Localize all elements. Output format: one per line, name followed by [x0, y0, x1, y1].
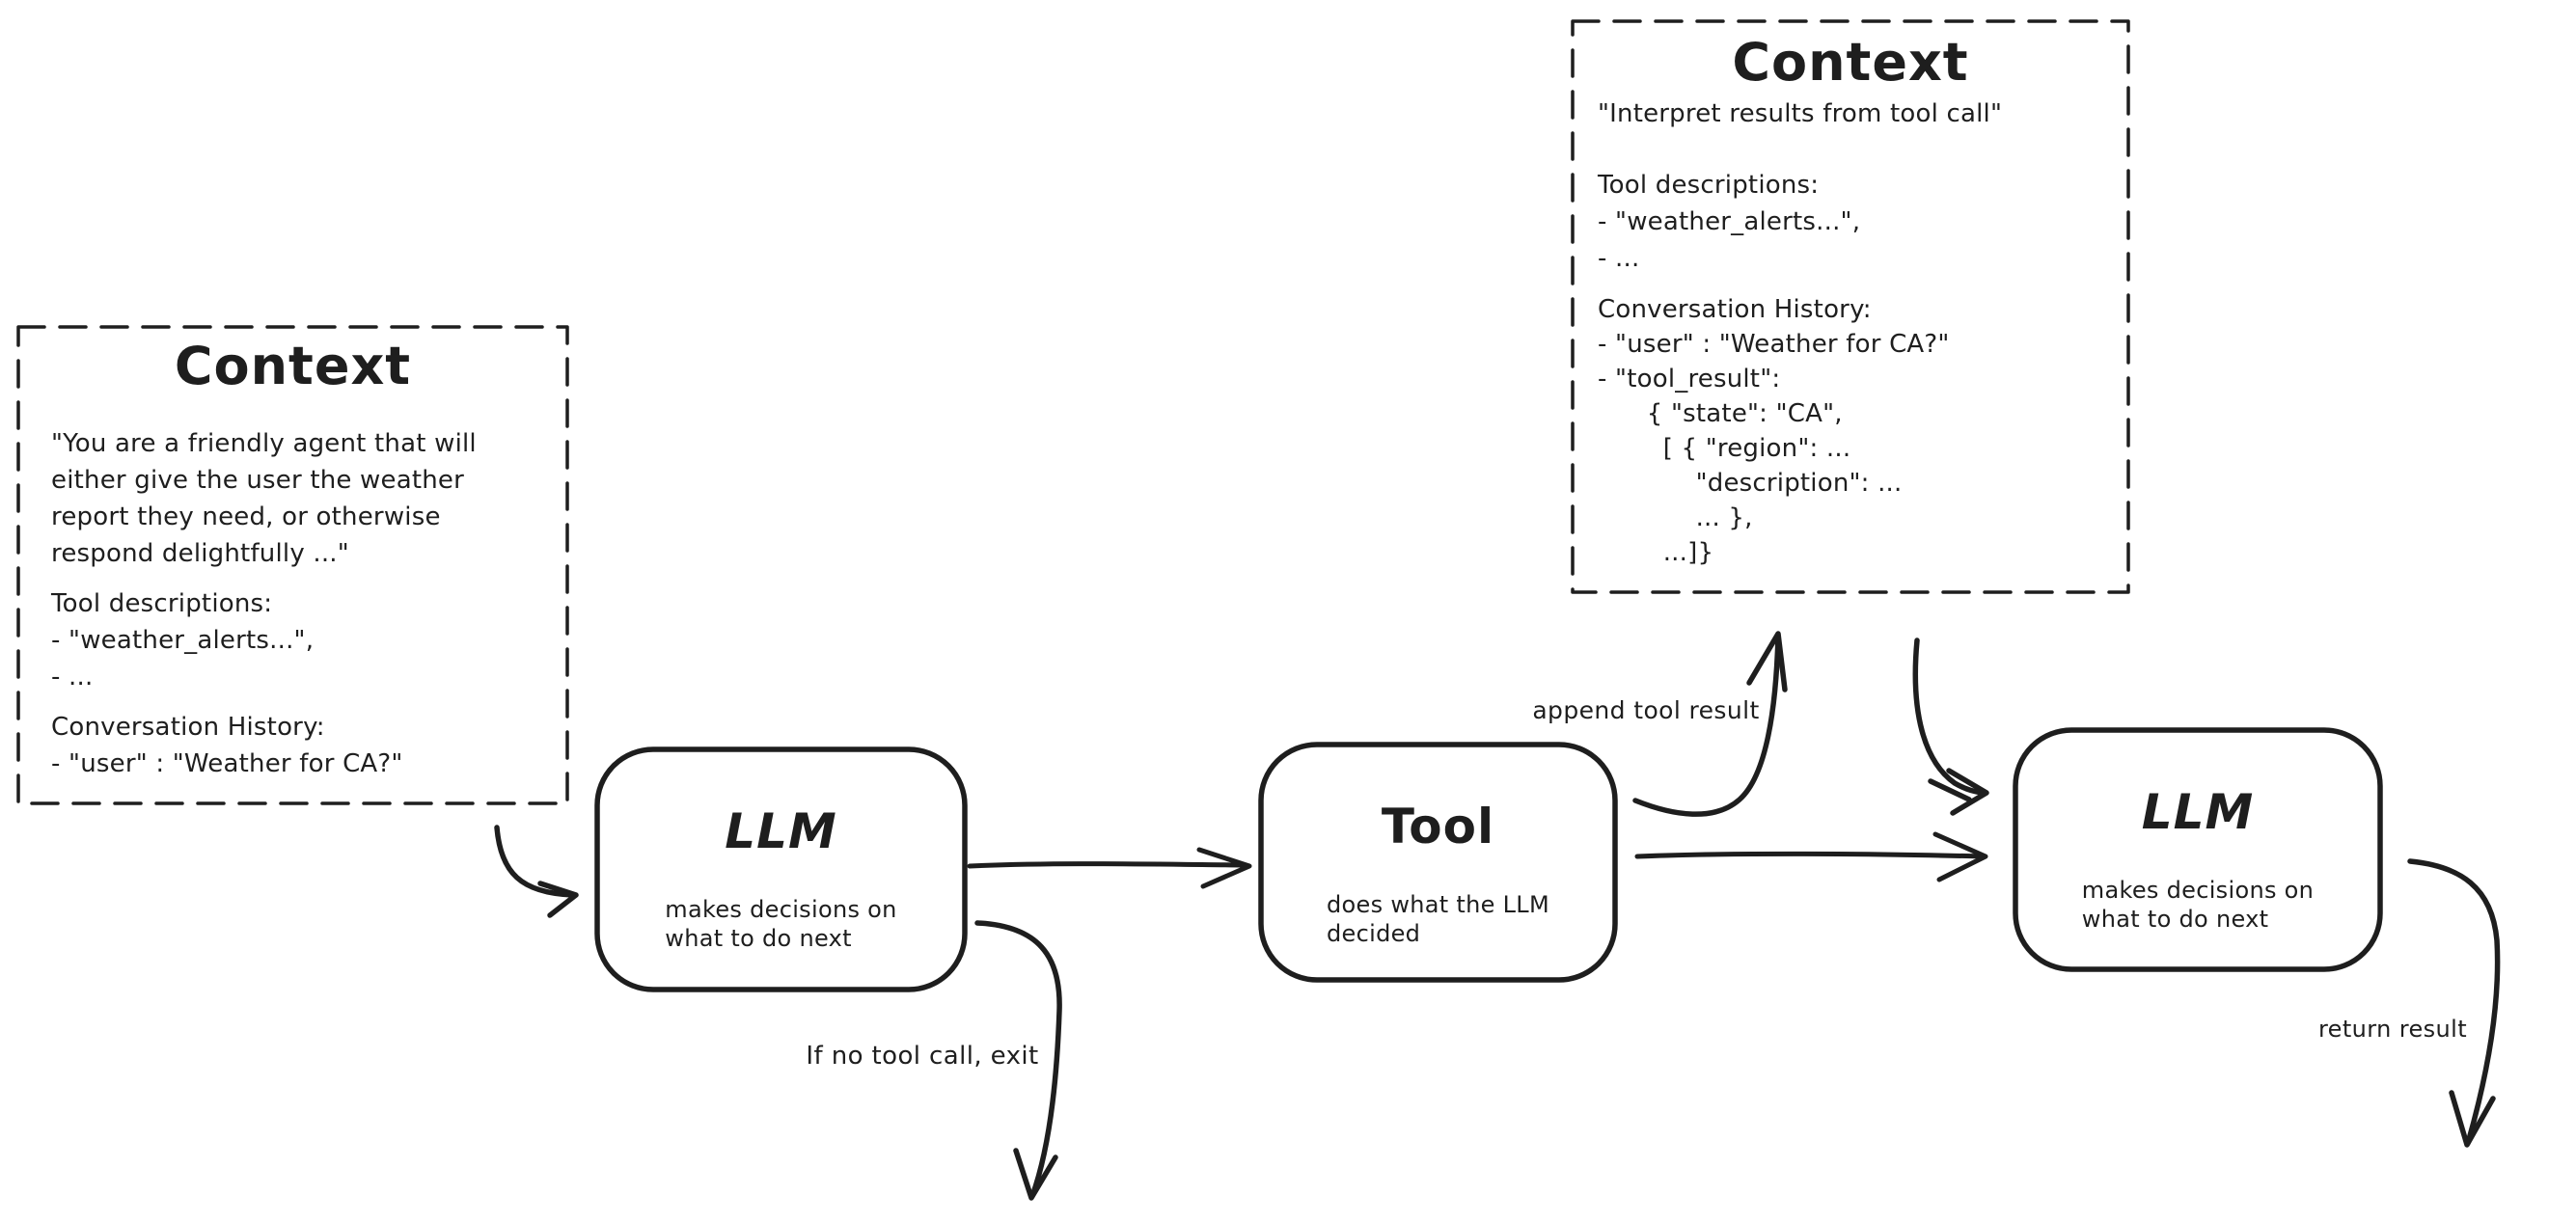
tool-title: Tool — [1381, 799, 1495, 855]
if-no-tool-call-exit-label: If no tool call, exit — [806, 1042, 1039, 1071]
context-left-outline — [16, 325, 569, 805]
tool-subtitle: does what the LLM decided — [1327, 891, 1549, 947]
append-tool-result-label: append tool result — [1532, 696, 1760, 724]
tool-outline — [1258, 742, 1618, 983]
context-left-system-prompt: "You are a friendly agent that will eith… — [51, 429, 477, 569]
arrow-tool-to-llm-2 — [1634, 831, 1988, 882]
context-right-conversation-history: Conversation History: - "user" : "Weathe… — [1598, 295, 1950, 568]
context-right-outline — [1571, 19, 2130, 594]
return-result-label: return result — [2317, 1016, 2468, 1043]
llm-1-subtitle: makes decisions on what to do next — [665, 896, 897, 952]
arrow-llm-1-to-tool — [967, 847, 1252, 889]
context-left-box: Context "You are a friendly agent that w… — [18, 327, 567, 782]
llm-1-outline — [594, 746, 968, 992]
llm-2-title: LLM — [2141, 784, 2255, 840]
context-right-tool-descriptions: Tool descriptions: - "weather_alerts..."… — [1598, 171, 1861, 274]
arrow-llm-2-return — [2407, 858, 2501, 1148]
context-left-title: Context — [174, 336, 412, 396]
llm-2-outline — [2013, 727, 2383, 972]
llm-2-node: LLM makes decisions on what to do next — [2015, 730, 2380, 969]
arrow-context-right-to-llm-2 — [1912, 638, 1989, 816]
arrow-tool-to-context-right — [1632, 631, 1788, 817]
llm-1-node: LLM makes decisions on what to do next — [597, 749, 965, 990]
llm-1-title: LLM — [725, 803, 837, 859]
tool-node: Tool does what the LLM decided — [1261, 745, 1615, 980]
arrow-context-left-to-llm-1 — [494, 825, 579, 918]
context-right-box: Context "Interpret results from tool cal… — [1573, 21, 2128, 570]
context-right-system-prompt: "Interpret results from tool call" — [1598, 99, 2003, 129]
llm-2-subtitle: makes decisions on what to do next — [2081, 877, 2315, 933]
context-left-tool-descriptions: Tool descriptions: - "weather_alerts..."… — [51, 589, 315, 692]
context-right-title: Context — [1732, 32, 1969, 93]
arrow-llm-1-exit — [974, 920, 1062, 1201]
context-left-conversation-history: Conversation History: - "user" : "Weathe… — [51, 713, 403, 779]
